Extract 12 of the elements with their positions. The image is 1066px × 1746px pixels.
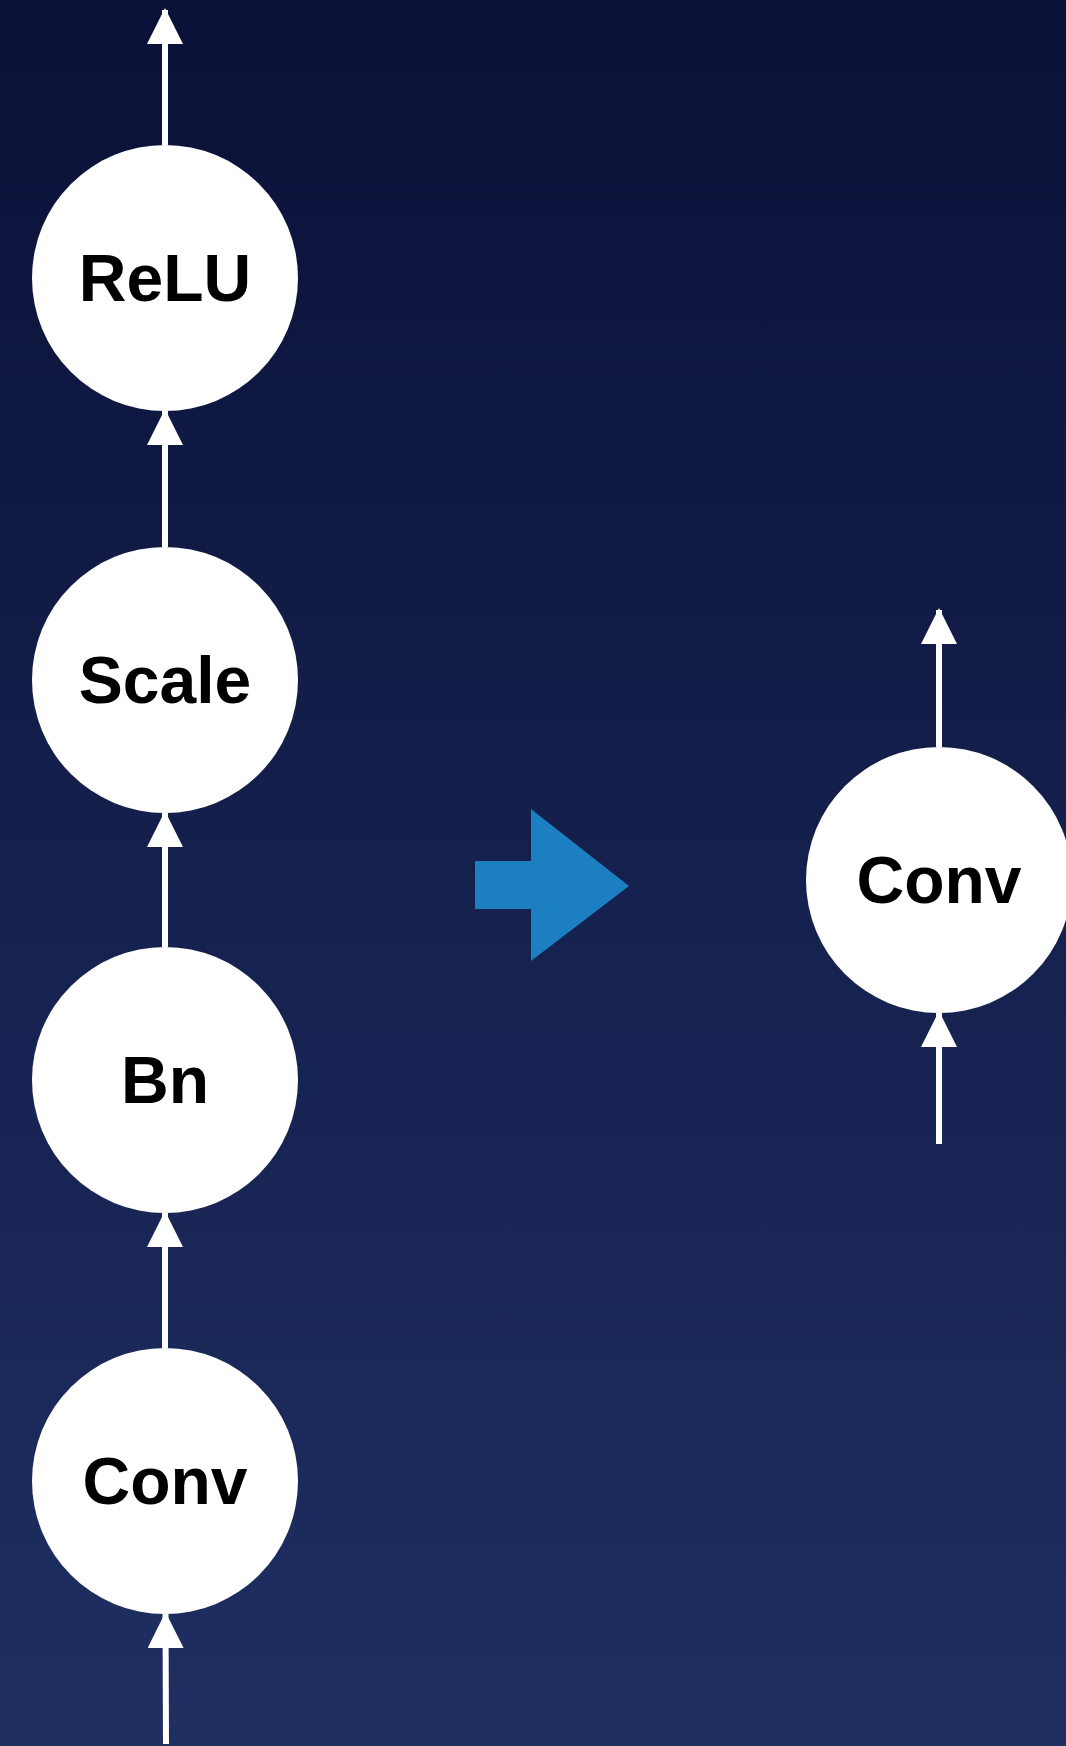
arrow [921, 608, 957, 747]
layer-label: Bn [121, 1042, 209, 1118]
arrow [147, 409, 183, 547]
layer-label: Scale [78, 642, 252, 718]
layer-label: ReLU [78, 240, 252, 316]
arrow [147, 811, 183, 947]
layer-label: Conv [82, 1443, 248, 1519]
arrow [147, 8, 183, 145]
layer-label: Conv [856, 842, 1022, 918]
arrow [921, 1011, 957, 1144]
arrow [147, 1211, 183, 1348]
arrow [147, 1612, 184, 1744]
